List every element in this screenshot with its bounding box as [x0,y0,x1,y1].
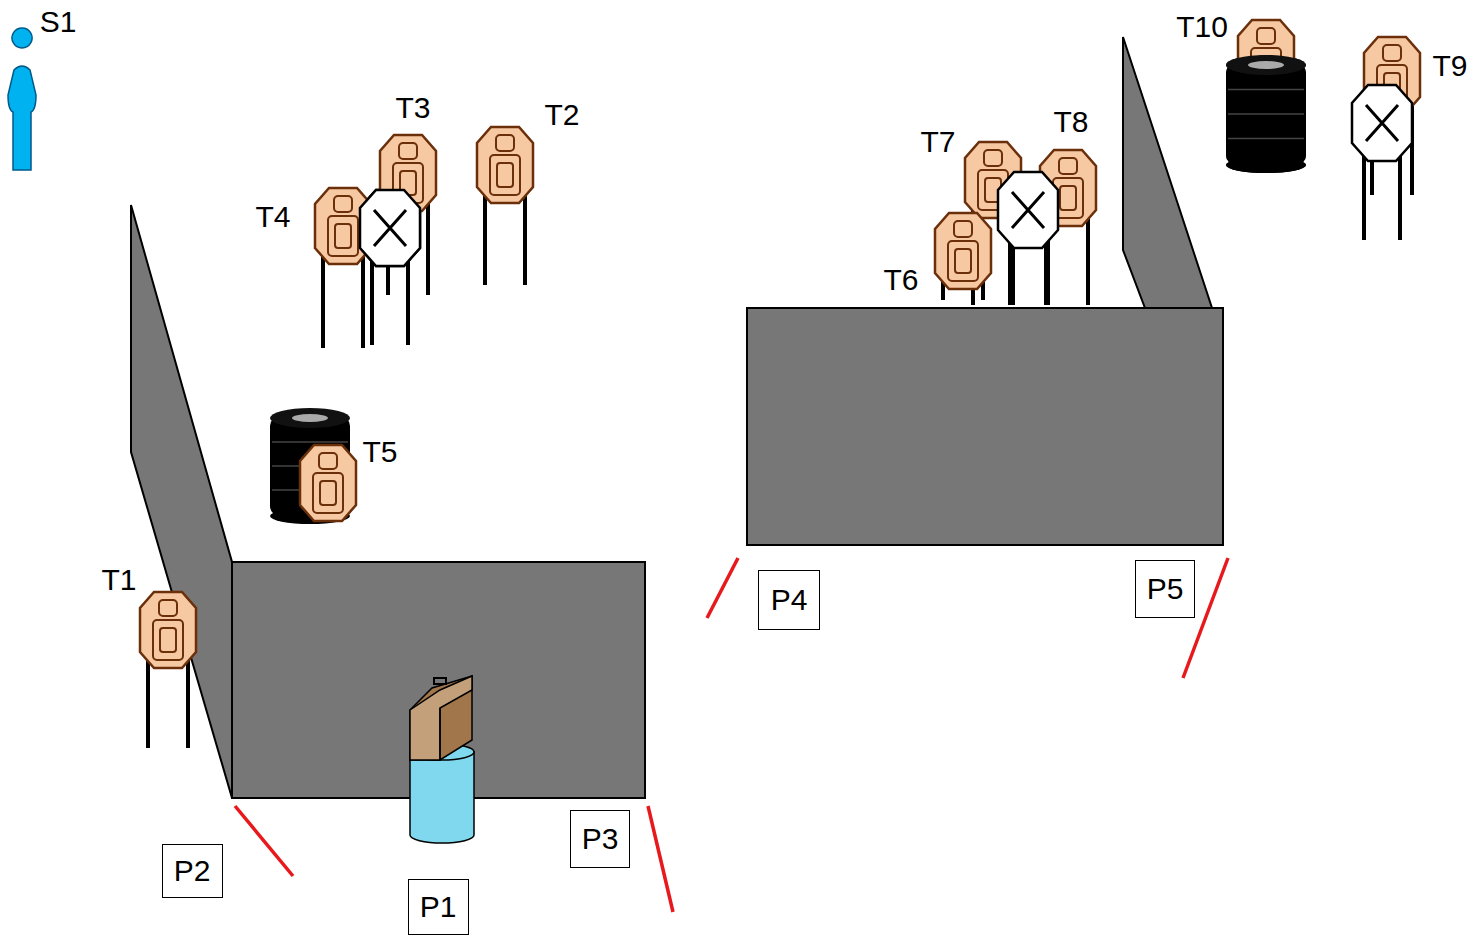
position-label: P5 [1147,574,1184,604]
no-shoot-face [998,172,1058,248]
target-face [140,592,196,668]
no-shoot-target [360,190,420,345]
target-body-zone [153,620,183,660]
target-leg [1086,210,1090,305]
wall-panel [747,308,1223,545]
no-shoot-cross [1012,192,1044,228]
target-leg [146,652,150,748]
target-label: T9 [1432,51,1467,81]
barrel-stack [1226,55,1306,173]
target-head-zone [1383,45,1401,61]
walls [131,37,1223,798]
no-shoot-face [360,190,420,266]
target-head-zone [954,221,972,237]
no-shoot-cross [1366,105,1398,141]
fault-line [648,806,673,912]
target-head-zone [496,135,514,151]
fault-line [707,558,738,618]
target-head-zone [1257,28,1275,44]
target-face [477,127,533,203]
no-shoot-face [1352,85,1412,161]
target-face [935,213,991,289]
target-a-zone [955,249,971,273]
target-head-zone [984,150,1002,166]
target-a-zone [335,224,351,248]
target-head-zone [399,143,417,159]
target-body-zone [328,216,358,256]
target-label: T7 [920,127,955,157]
target-leg [426,195,430,295]
target-label: T6 [883,265,918,295]
target-body-zone [490,155,520,195]
position-box: P2 [162,844,223,898]
target-leg [321,248,325,348]
target [140,592,196,748]
wall-panel [1123,37,1212,308]
target-a-zone [497,163,513,187]
target-head-zone [1059,158,1077,174]
position-box: P3 [570,810,630,868]
target-a-zone [1060,186,1076,210]
target [477,127,533,285]
barrel-stack [1226,55,1306,173]
target-label: T5 [362,437,397,467]
target [935,213,991,300]
position-label: P1 [420,892,457,922]
target-label: S1 [40,7,77,37]
target-a-zone [160,628,176,652]
position-box: P5 [1135,560,1195,618]
target [300,445,356,521]
target-label: T10 [1176,12,1228,42]
position-box: P1 [408,879,469,935]
target-a-zone [320,481,336,505]
position-label: P2 [174,856,211,886]
target-leg [186,652,190,748]
target-leg [523,187,527,285]
no-shoot-cross [374,210,406,246]
no-shoot-target [360,190,420,345]
target-head-zone [334,196,352,212]
position-label: P3 [582,824,619,854]
target-body-zone [313,473,343,513]
wall-panel [131,205,232,798]
no-shoot-target [1352,85,1412,240]
target-label: T2 [544,100,579,130]
target-leg [361,248,365,348]
target-face [300,445,356,521]
target-body-zone [948,241,978,281]
position-box: P4 [758,570,820,630]
target-head-zone [319,453,337,469]
no-shoot-face [360,190,420,266]
fault-line [235,806,293,876]
no-shoot-target [998,172,1058,305]
target-leg [483,187,487,285]
briefcase-on-barrel [410,676,474,843]
target-label: T4 [255,202,290,232]
position-label: P4 [771,585,808,615]
shooter-figure [8,28,36,170]
target-head-zone [159,600,177,616]
target-label: T8 [1053,107,1088,137]
target-label: T1 [101,565,136,595]
target-label: T3 [395,93,430,123]
